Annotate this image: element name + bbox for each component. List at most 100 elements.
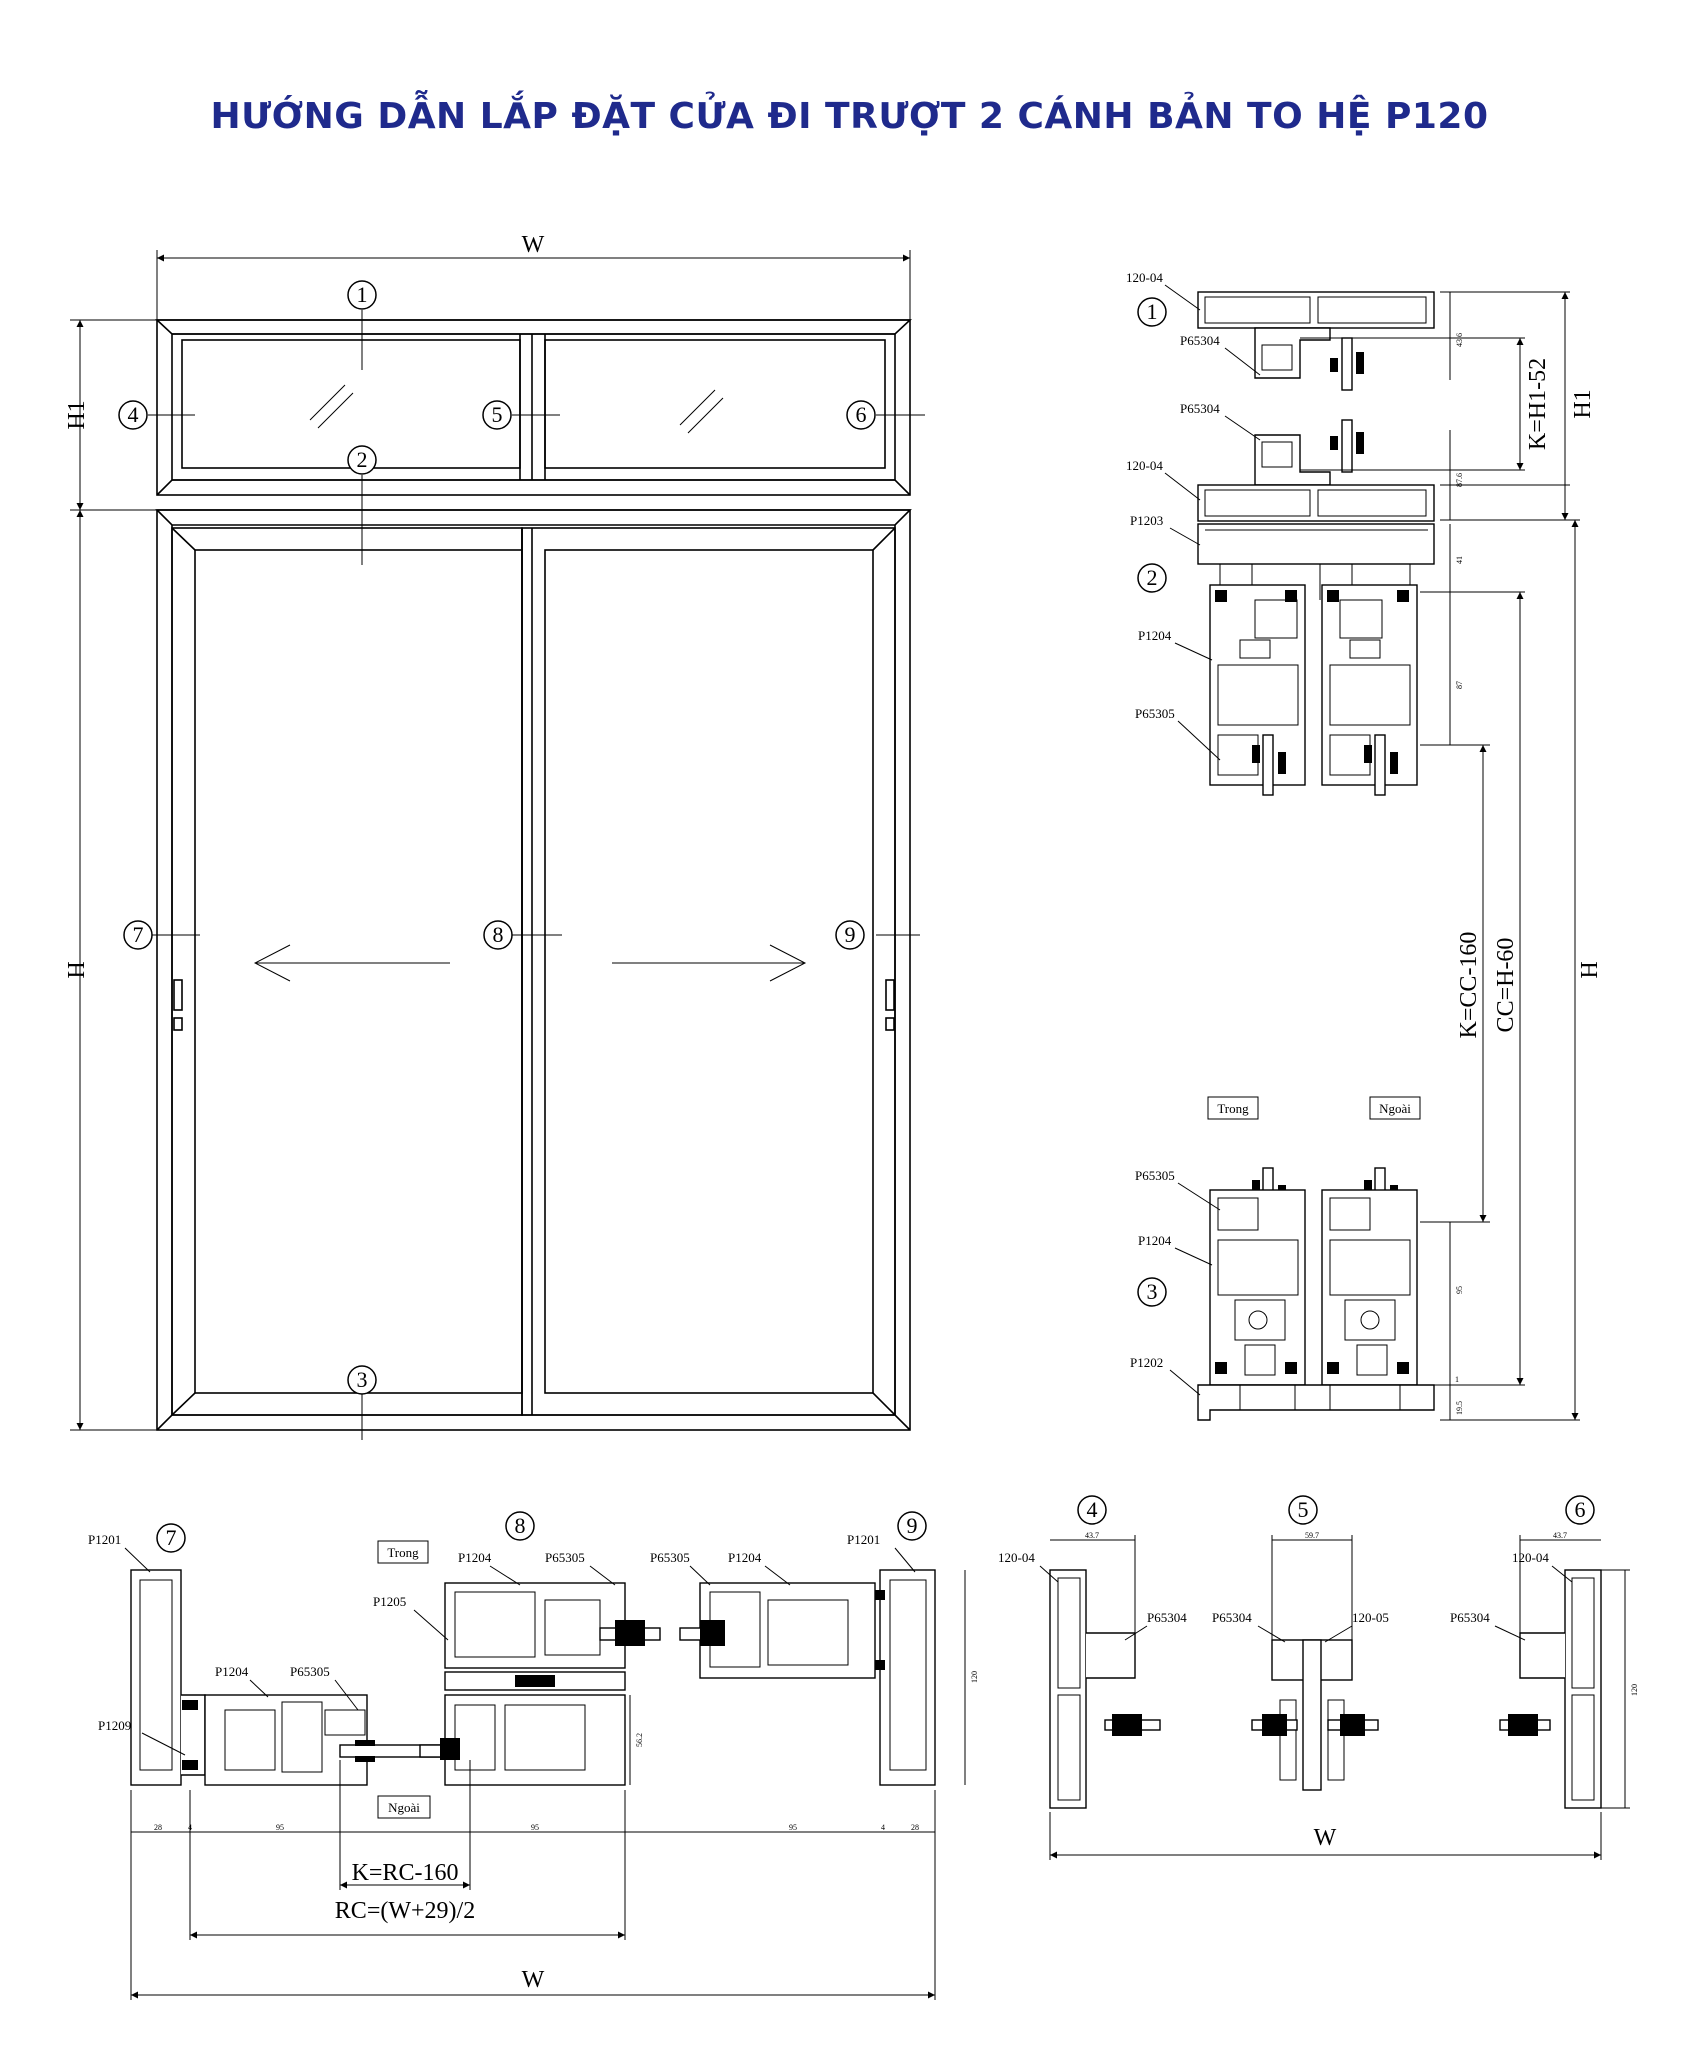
vsec-dim-k-cc-160: K=CC-160 <box>1456 932 1482 1039</box>
hsec-label-p1205: P1205 <box>373 1594 406 1609</box>
tsec-dim-w: W <box>1314 1825 1337 1851</box>
svg-text:4: 4 <box>1087 1497 1098 1522</box>
vsec-small-dim-7: 1 <box>1455 1375 1459 1384</box>
vsec-dim-cc-h-60: CC=H-60 <box>1493 938 1519 1033</box>
tsec-marker-5: 5 <box>1288 1495 1318 1525</box>
vsec-small-dim-3: 41 <box>1455 556 1464 564</box>
tsec-label-120-05: 120-05 <box>1352 1610 1389 1625</box>
vertical-section: Trong Ngoài 120-04 P65304 P65304 <box>1126 270 1603 1421</box>
hsec-label-p1204-c: P1204 <box>728 1550 762 1565</box>
tsec-marker-4: 4 <box>1077 1495 1107 1525</box>
marker-2: 2 <box>347 445 377 475</box>
svg-text:6: 6 <box>1575 1497 1586 1522</box>
tsec-marker-6: 6 <box>1565 1495 1595 1525</box>
svg-text:9: 9 <box>845 922 856 947</box>
svg-text:1: 1 <box>1147 299 1158 324</box>
svg-text:9: 9 <box>907 1513 918 1538</box>
vsec-small-dim-2: 87.6 <box>1455 473 1464 487</box>
marker-8: 8 <box>483 920 513 950</box>
marker-4: 4 <box>118 400 148 430</box>
vsec-label-p1202: P1202 <box>1130 1355 1163 1370</box>
svg-text:6: 6 <box>856 402 867 427</box>
vsec-label-p65304-b: P65304 <box>1180 401 1220 416</box>
hsec-small-dim-2: 4 <box>188 1823 192 1832</box>
vsec-marker-2: 2 <box>1137 563 1167 593</box>
svg-text:2: 2 <box>1147 565 1158 590</box>
vsec-dim-k-h1-52: K=H1-52 <box>1525 358 1551 450</box>
marker-5: 5 <box>482 400 512 430</box>
hsec-small-dim-5: 95 <box>789 1823 797 1832</box>
tsec-label-p65304-b: P65304 <box>1212 1610 1252 1625</box>
hsec-dim-k-rc-160: K=RC-160 <box>352 1860 459 1886</box>
hsec-label-p1201-a: P1201 <box>88 1532 121 1547</box>
elevation-w-label: W <box>522 232 545 258</box>
page-title: HƯỚNG DẪN LẮP ĐẶT CỬA ĐI TRƯỢT 2 CÁNH BẢ… <box>210 96 1489 137</box>
profile-120-04-top <box>1197 291 1435 329</box>
svg-text:3: 3 <box>1147 1279 1158 1304</box>
hsec-small-dim-9: 120 <box>970 1671 979 1683</box>
hsec-small-dim-3: 95 <box>276 1823 284 1832</box>
vsec-label-p1204-b: P1204 <box>1138 1233 1172 1248</box>
hsec-small-dim-6: 4 <box>881 1823 885 1832</box>
svg-text:7: 7 <box>166 1525 177 1550</box>
vsec-small-dim-1: 43.6 <box>1455 333 1464 347</box>
vsec-label-120-04-b: 120-04 <box>1126 458 1163 473</box>
tsec-label-p65304-a: P65304 <box>1147 1610 1187 1625</box>
hsec-outer-label: Ngoài <box>388 1800 420 1815</box>
vsec-inner-label: Trong <box>1217 1101 1249 1116</box>
hsec-label-p65305-c: P65305 <box>650 1550 690 1565</box>
vsec-marker-1: 1 <box>1137 297 1167 327</box>
svg-text:5: 5 <box>492 402 503 427</box>
elevation-h1-label: H1 <box>64 400 90 429</box>
svg-text:8: 8 <box>493 922 504 947</box>
svg-text:1: 1 <box>357 282 368 307</box>
vsec-small-dim-5: 95 <box>1455 1286 1464 1294</box>
svg-text:2: 2 <box>357 447 368 472</box>
vsec-label-p1204-a: P1204 <box>1138 628 1172 643</box>
hsec-label-p1209: P1209 <box>98 1718 131 1733</box>
svg-text:8: 8 <box>515 1513 526 1538</box>
vsec-label-p65305-a: P65305 <box>1135 706 1175 721</box>
hsec-marker-7: 7 <box>156 1523 186 1553</box>
tsec-small-dim-4: 120 <box>1630 1684 1639 1696</box>
vsec-label-p65304-a: P65304 <box>1180 333 1220 348</box>
marker-1: 1 <box>347 280 377 310</box>
hsec-dim-rc: RC=(W+29)/2 <box>335 1898 475 1924</box>
vsec-label-120-04-a: 120-04 <box>1126 270 1163 285</box>
tsec-small-dim-2: 59.7 <box>1305 1531 1319 1540</box>
svg-text:4: 4 <box>128 402 139 427</box>
vsec-dim-h: H <box>1577 961 1603 978</box>
hsec-label-p1201-b: P1201 <box>847 1532 880 1547</box>
horizontal-section: 7 8 9 Trong Ngoài <box>88 1511 979 2000</box>
hsec-dim-w: W <box>522 1967 545 1993</box>
vsec-marker-3: 3 <box>1137 1277 1167 1307</box>
hsec-label-p65305-b: P65305 <box>545 1550 585 1565</box>
marker-9: 9 <box>835 920 865 950</box>
tsec-small-dim-3: 43.7 <box>1553 1531 1567 1540</box>
vsec-small-dim-6: 19.5 <box>1455 1401 1464 1415</box>
vsec-small-dim-4: 87 <box>1455 681 1464 689</box>
svg-text:3: 3 <box>357 1367 368 1392</box>
marker-3: 3 <box>347 1365 377 1395</box>
elevation-h-label: H <box>64 961 90 978</box>
hsec-label-p65305-a: P65305 <box>290 1664 330 1679</box>
hsec-small-dim-7: 28 <box>911 1823 919 1832</box>
svg-text:5: 5 <box>1298 1497 1309 1522</box>
hsec-small-dim-8: 56.2 <box>635 1733 644 1747</box>
marker-7: 7 <box>123 920 153 950</box>
hsec-small-dim-1: 28 <box>154 1823 162 1832</box>
hsec-inner-label: Trong <box>387 1545 419 1560</box>
tsec-label-120-04-b: 120-04 <box>1512 1550 1549 1565</box>
tsec-small-dim-1: 43.7 <box>1085 1531 1099 1540</box>
front-elevation: W H1 H <box>64 232 925 1440</box>
tsec-label-120-04-a: 120-04 <box>998 1550 1035 1565</box>
tsec-label-p65304-c: P65304 <box>1450 1610 1490 1625</box>
hsec-marker-9: 9 <box>897 1511 927 1541</box>
vsec-label-p1203: P1203 <box>1130 513 1163 528</box>
svg-text:7: 7 <box>133 922 144 947</box>
vsec-outer-label: Ngoài <box>1379 1101 1411 1116</box>
vsec-dim-h1: H1 <box>1570 389 1596 418</box>
vsec-label-p65305-b: P65305 <box>1135 1168 1175 1183</box>
hsec-marker-8: 8 <box>505 1511 535 1541</box>
